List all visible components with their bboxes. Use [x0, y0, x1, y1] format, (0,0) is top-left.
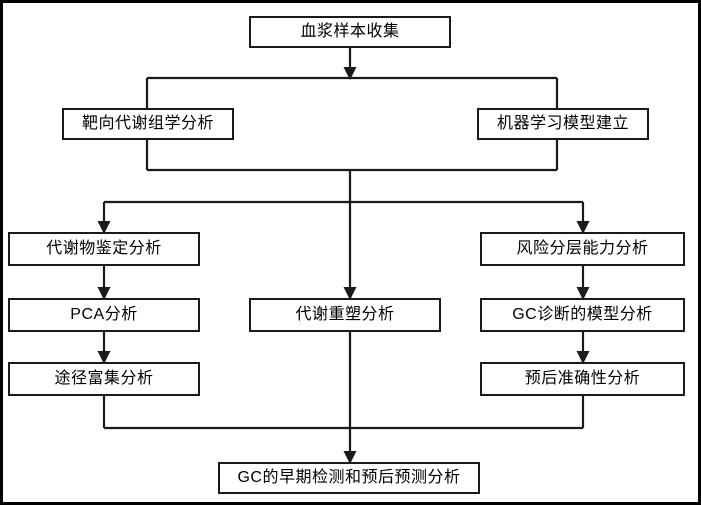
node-label: 预后准确性分析 [524, 370, 641, 387]
node-gc-diagnostic-model[interactable]: GC诊断的模型分析 [480, 298, 685, 332]
node-plasma-sample-collection[interactable]: 血浆样本收集 [249, 16, 451, 48]
node-label: GC的早期检测和预后预测分析 [237, 469, 461, 486]
node-label: 机器学习模型建立 [496, 115, 629, 132]
node-label: 途径富集分析 [54, 370, 154, 387]
node-label: 代谢重塑分析 [295, 306, 395, 323]
node-metabolite-identification[interactable]: 代谢物鉴定分析 [8, 232, 200, 266]
node-label: 靶向代谢组学分析 [81, 115, 214, 132]
node-label: 血浆样本收集 [300, 23, 400, 40]
node-prognostic-accuracy[interactable]: 预后准确性分析 [480, 362, 685, 396]
node-label: 风险分层能力分析 [516, 240, 649, 257]
node-machine-learning-model[interactable]: 机器学习模型建立 [477, 108, 649, 140]
node-label: 代谢物鉴定分析 [46, 240, 162, 257]
node-label: GC诊断的模型分析 [512, 306, 653, 323]
node-label: PCA分析 [70, 306, 138, 323]
node-risk-stratification[interactable]: 风险分层能力分析 [480, 232, 685, 266]
node-pca-analysis[interactable]: PCA分析 [8, 298, 200, 332]
node-gc-early-detection-outcome[interactable]: GC的早期检测和预后预测分析 [218, 462, 480, 494]
node-targeted-metabolomics[interactable]: 靶向代谢组学分析 [62, 108, 234, 140]
node-metabolic-remodeling[interactable]: 代谢重塑分析 [249, 298, 441, 332]
node-pathway-enrichment[interactable]: 途径富集分析 [8, 362, 200, 396]
